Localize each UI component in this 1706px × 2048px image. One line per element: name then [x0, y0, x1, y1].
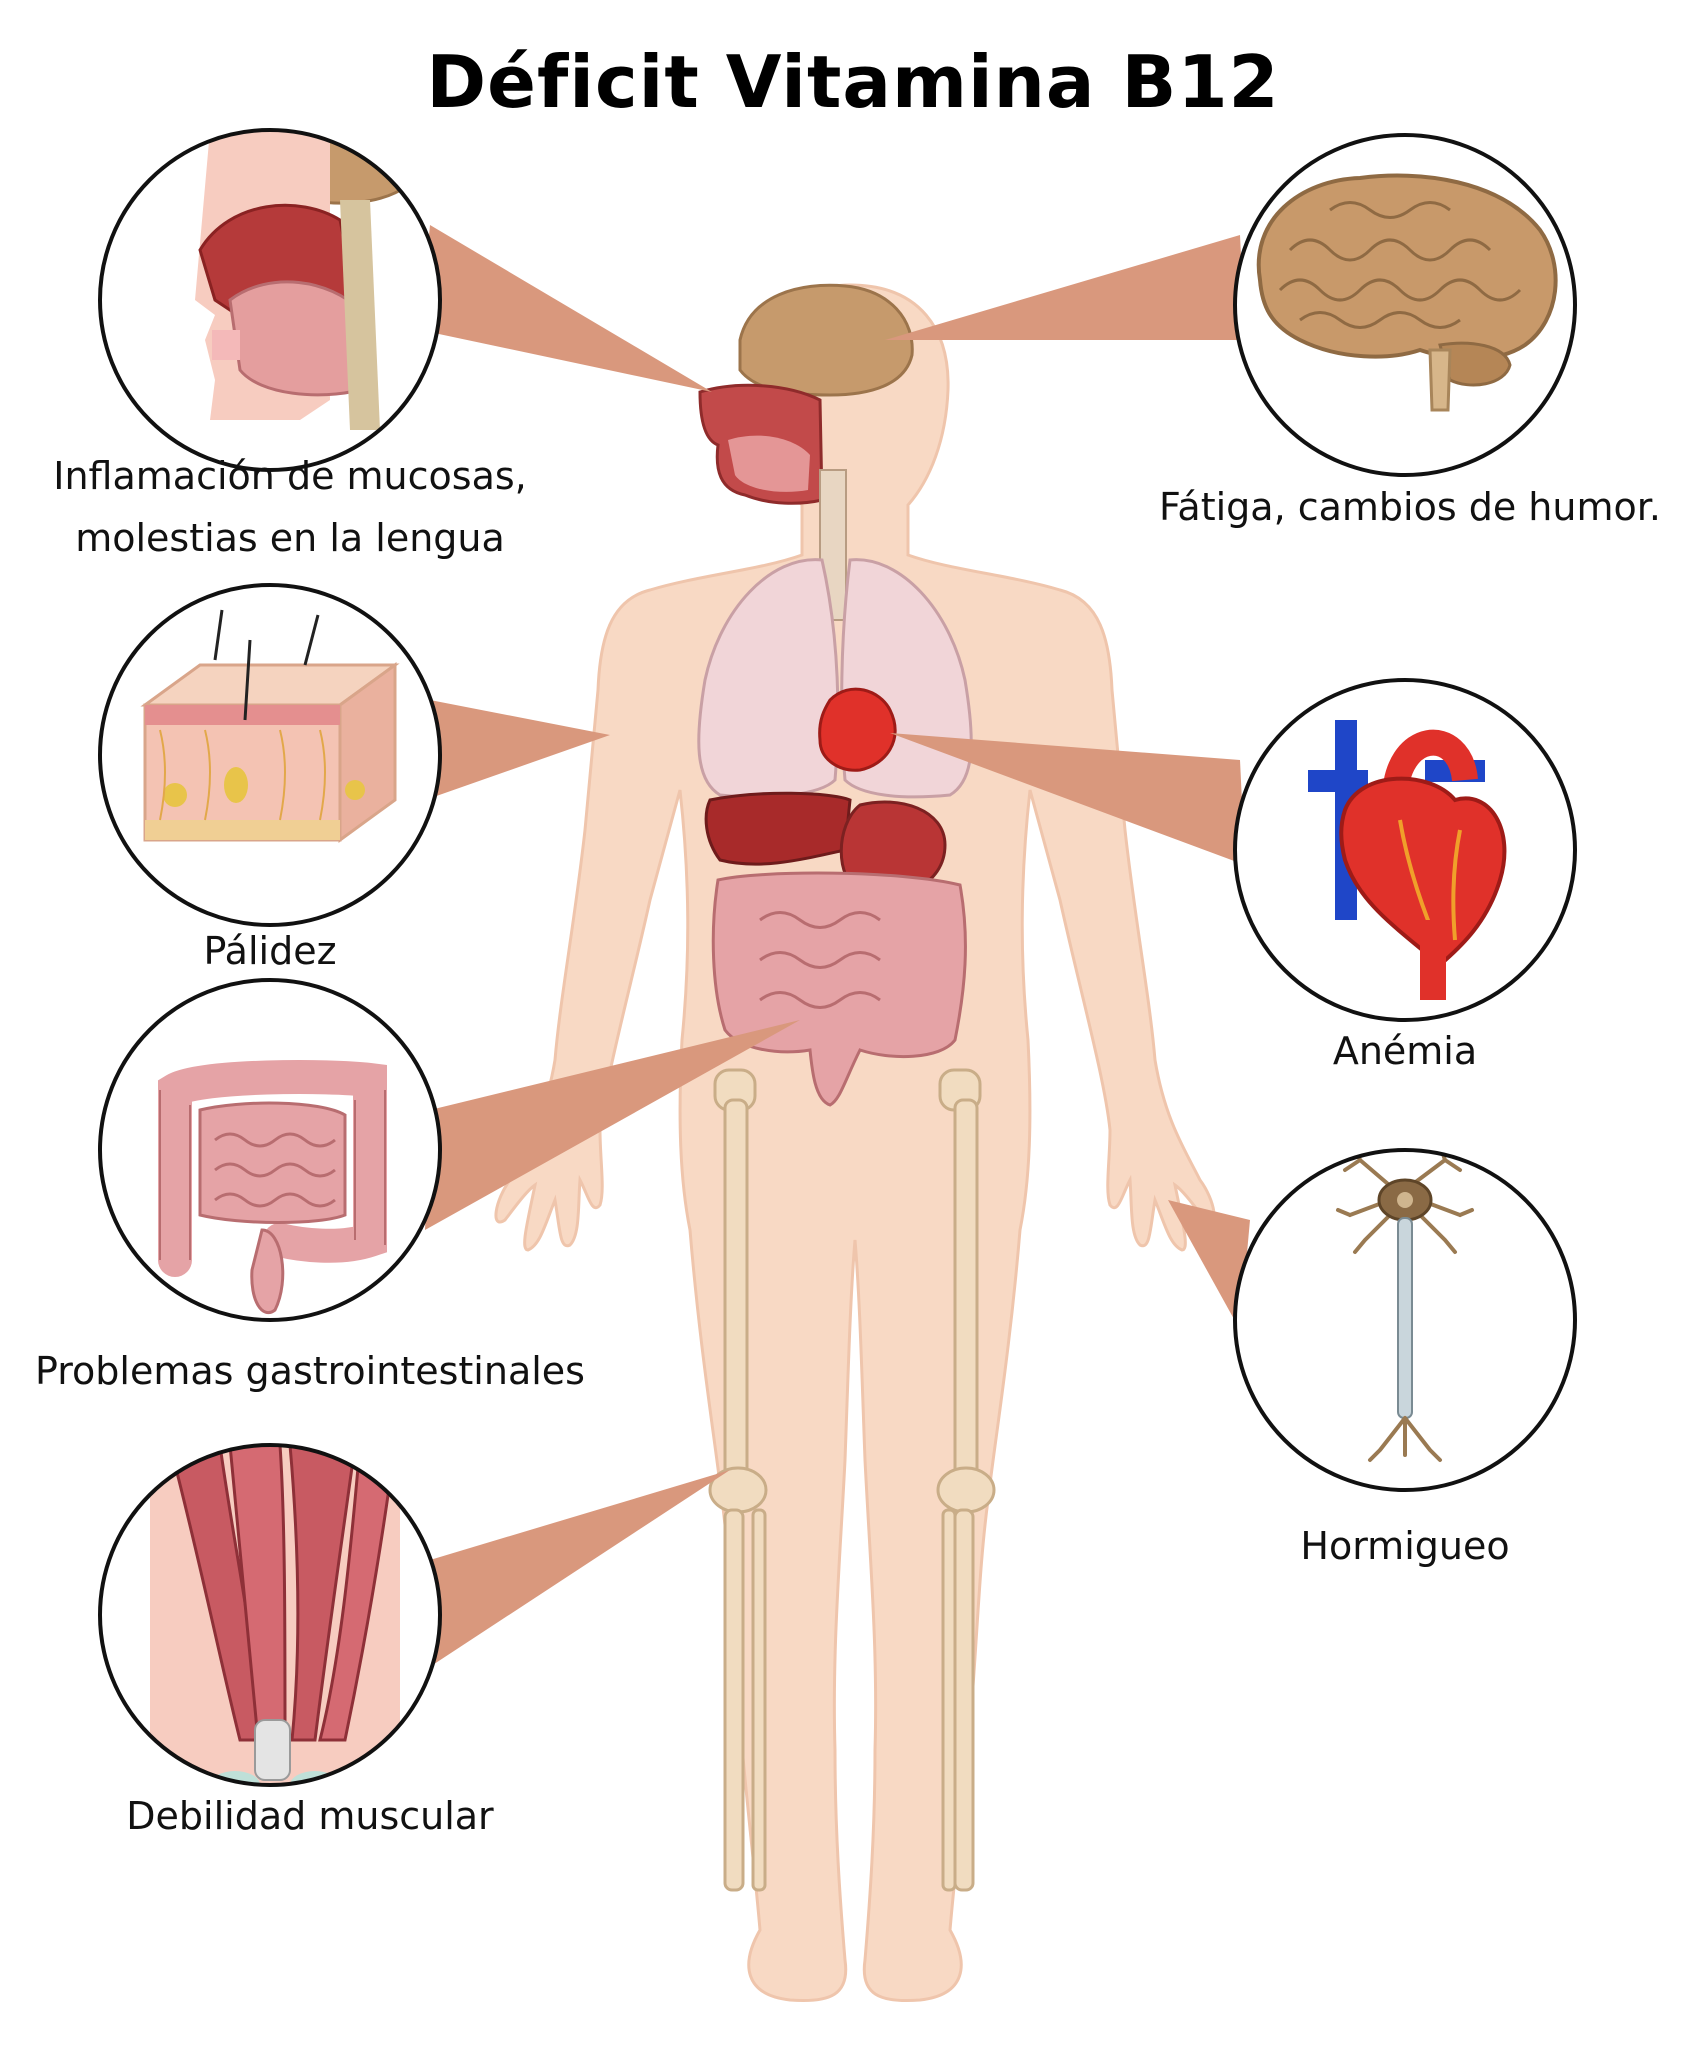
callout-gut — [425, 1020, 800, 1230]
muscle-icon — [98, 1443, 442, 1787]
symptom-label-neuron-line-1: Hormigueo — [1300, 1524, 1510, 1568]
symptom-label-heart: Anémia — [1255, 1020, 1555, 1082]
human-body-figure — [494, 283, 1216, 2003]
symptom-label-mucosa-line-1: Inflamación de mucosas, — [53, 454, 527, 498]
leg-bones — [708, 1068, 996, 1892]
page-title: Déficit Vitamina B12 — [426, 40, 1280, 124]
symptom-label-gut-line-1: Problemas gastrointestinales — [35, 1349, 585, 1393]
mouth-nose-cross-section-icon — [98, 128, 442, 472]
symptom-label-muscle-line-1: Debilidad muscular — [126, 1794, 494, 1838]
symptom-label-heart-line-1: Anémia — [1332, 1029, 1478, 1073]
symptom-label-brain-line-1: Fátiga, cambios de humor. — [1159, 485, 1661, 529]
callout-mucosa — [420, 225, 712, 392]
brain-icon — [1233, 133, 1577, 477]
callout-muscle — [425, 1470, 730, 1670]
neuron-icon — [1233, 1148, 1577, 1492]
symptom-label-skin: Pálidez — [120, 920, 420, 982]
callout-neuron — [1168, 1200, 1250, 1330]
intestines-mini — [711, 871, 967, 1107]
callout-skin — [425, 700, 610, 800]
symptom-label-skin-line-1: Pálidez — [203, 929, 337, 973]
symptom-label-muscle: Debilidad muscular — [90, 1785, 530, 1847]
body-silhouette — [494, 283, 1216, 2003]
liver-mini — [704, 791, 852, 866]
symptom-label-brain: Fátiga, cambios de humor. — [1140, 476, 1680, 538]
skin-layers-icon — [98, 583, 442, 927]
callout-brain — [885, 235, 1245, 340]
head-brain-mini — [738, 283, 914, 397]
symptom-label-mucosa: Inflamación de mucosas, molestias en la … — [20, 445, 560, 569]
callout-pointers — [420, 225, 1250, 1670]
intestines-icon — [98, 978, 442, 1322]
symptom-label-mucosa-line-2: molestias en la lengua — [75, 516, 505, 560]
tongue-mini — [728, 435, 810, 492]
heart-icon — [1233, 678, 1577, 1022]
heart-mini — [818, 687, 897, 772]
callout-heart — [890, 733, 1245, 865]
symptom-label-gut: Problemas gastrointestinales — [10, 1340, 610, 1402]
symptom-label-neuron: Hormigueo — [1255, 1515, 1555, 1577]
